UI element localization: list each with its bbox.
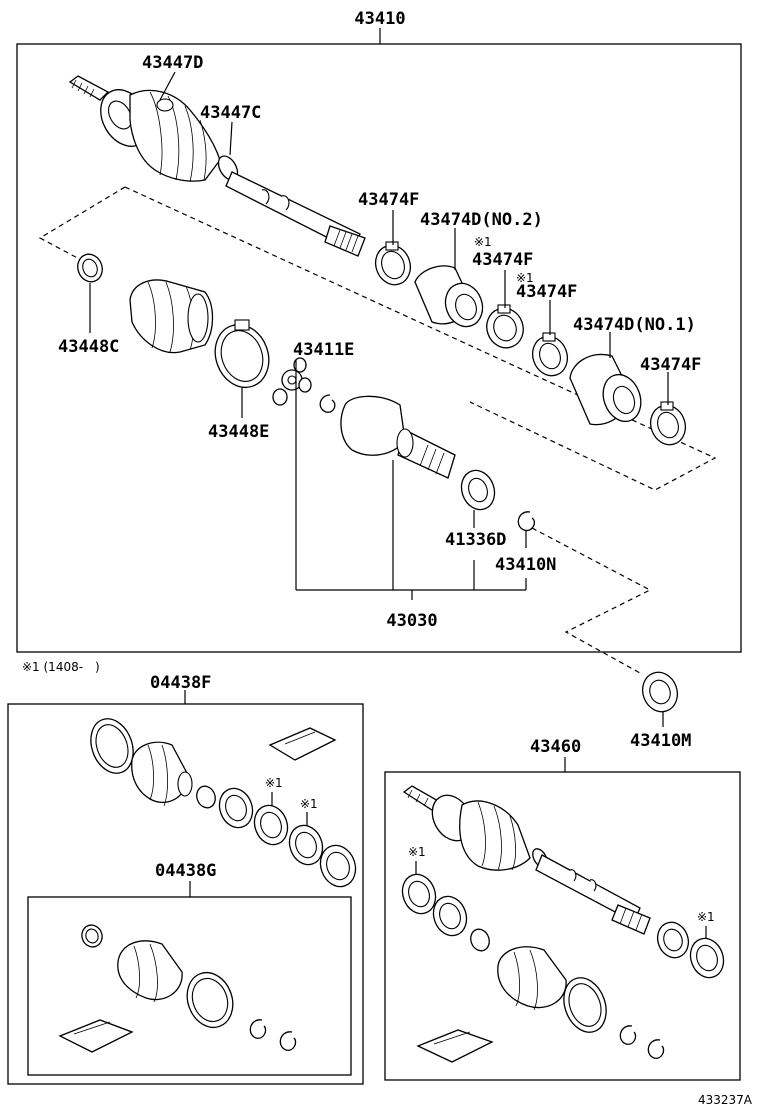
- label-43410N: 43410N: [495, 555, 556, 575]
- label-43448C: 43448C: [58, 337, 119, 357]
- label-43447C: 43447C: [200, 103, 261, 123]
- label-43030: 43030: [386, 611, 437, 631]
- kit-note-mark-a: ※1: [265, 776, 283, 790]
- reference-code: 433237A: [698, 1093, 753, 1107]
- label-43411E: 43411E: [293, 340, 354, 360]
- kit-04438F-frame: [7, 703, 364, 1085]
- boot-clamp-icon: [81, 924, 103, 948]
- label-43460: 43460: [530, 737, 581, 757]
- outboard-joint-icon: [402, 785, 651, 935]
- label-43474D-no1: 43474D(NO.1): [573, 315, 696, 335]
- boot-clamp-icon: [649, 401, 687, 446]
- label-43410M: 43410M: [630, 731, 691, 751]
- asm2-note-mark-a: ※1: [408, 845, 426, 859]
- tripod-joint-icon: [272, 357, 312, 406]
- snap-ring-icon: [249, 1019, 297, 1051]
- label-43410: 43410: [354, 9, 405, 29]
- grease-packet-icon: [58, 1019, 134, 1053]
- label-43474F-c: 43474F: [516, 282, 577, 302]
- boot-clamp-icon: [486, 304, 524, 349]
- label-43474F-d: 43474F: [640, 355, 701, 375]
- cv-boot-icon: [117, 940, 183, 1003]
- inboard-joint-icon: [340, 395, 456, 479]
- cv-boot-icon: [497, 946, 567, 1011]
- dynamic-damper-no2-icon: [414, 265, 484, 328]
- boot-clamp-icon: [401, 873, 725, 979]
- boot-clamp-icon: [374, 241, 412, 286]
- exploded-group-outline: [38, 186, 126, 263]
- snap-ring-icon: [319, 394, 336, 413]
- label-41336D: 41336D: [445, 530, 506, 550]
- label-43448E: 43448E: [208, 422, 269, 442]
- snap-ring-icon: [517, 511, 536, 532]
- cv-boot-icon: [131, 741, 193, 807]
- boot-clamp-icon: [77, 253, 103, 283]
- label-04438G: 04438G: [155, 861, 216, 881]
- label-04438F: 04438F: [150, 673, 211, 693]
- snap-ring-icon: [619, 1025, 665, 1059]
- footnote: ※1 (1408- ): [22, 660, 100, 674]
- label-43474F-a: 43474F: [358, 190, 419, 210]
- note-mark-a: ※1: [474, 235, 492, 249]
- grease-packet-icon: [416, 1029, 494, 1063]
- label-43474D-no2: 43474D(NO.2): [420, 210, 543, 230]
- boot-clamp-icon: [196, 785, 357, 888]
- assembly-43460-frame: [384, 771, 741, 1081]
- assembly-43410-frame: [16, 43, 742, 653]
- drive-shaft-icon: [68, 75, 366, 257]
- asm2-note-mark-b: ※1: [697, 910, 715, 924]
- boot-clamp-icon: [186, 971, 234, 1029]
- note-mark-b: ※1: [516, 271, 534, 285]
- cv-boot-icon: [129, 279, 214, 354]
- boot-clamp-icon: [214, 319, 270, 389]
- kit-note-mark-b: ※1: [300, 797, 318, 811]
- boot-clamp-icon: [563, 977, 607, 1033]
- label-43447D: 43447D: [142, 53, 203, 73]
- dust-seal-icon: [460, 469, 496, 511]
- dynamic-damper-no1-icon: [569, 353, 642, 426]
- boot-clamp-icon: [90, 718, 134, 774]
- boot-clamp-icon: [531, 332, 569, 377]
- dust-seal-icon: [641, 671, 679, 713]
- grease-packet-icon: [268, 727, 337, 761]
- label-43474F-b: 43474F: [472, 250, 533, 270]
